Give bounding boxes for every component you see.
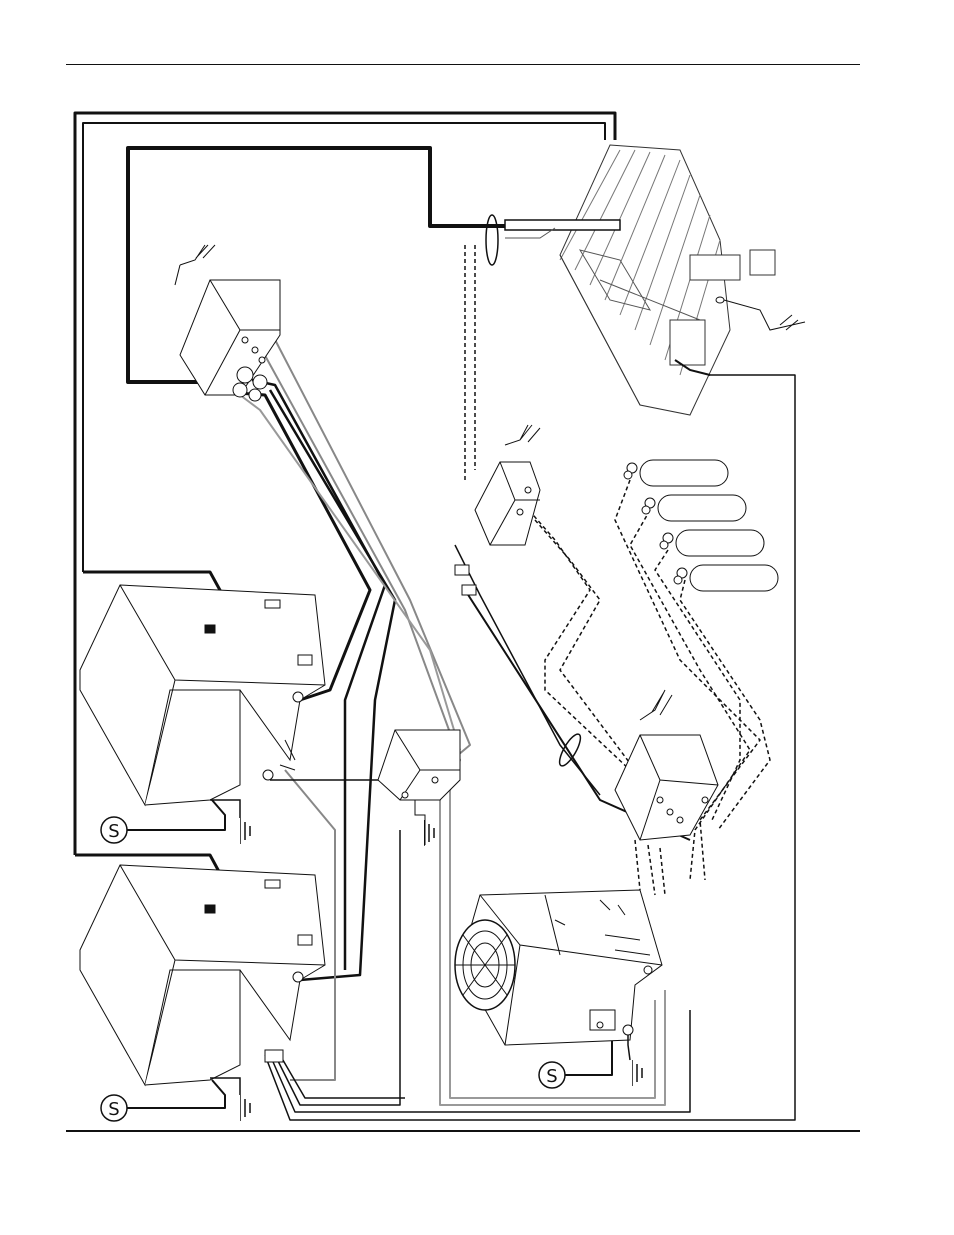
gas-cylinder-icon	[641, 494, 747, 522]
ground-icon-ps2	[210, 1077, 251, 1122]
selection-console	[377, 729, 461, 845]
bottom-bundle-1	[264, 374, 796, 1121]
gas-console	[614, 689, 719, 841]
gas-cylinder-icon	[623, 459, 729, 487]
power-supply-2	[79, 864, 326, 1087]
console-hose-drop-3	[659, 847, 666, 896]
power-source-chiller: S	[538, 1061, 566, 1089]
cable-tie-torch	[485, 214, 499, 266]
power-source-ps1: S	[100, 816, 128, 844]
svg-text:S: S	[108, 821, 119, 842]
gas-lead-2	[454, 544, 601, 796]
metering-console	[454, 424, 541, 596]
ps2-power-lead	[125, 1079, 226, 1109]
gas-hose-3	[519, 499, 631, 771]
torch-lead	[126, 146, 560, 384]
work-lead-outer	[73, 111, 617, 855]
footer-rule	[66, 1130, 860, 1132]
grey-bundle-2	[439, 780, 666, 1106]
cyl-hose-3	[654, 549, 741, 821]
gas-cylinder-icon	[659, 529, 765, 557]
power-supply-1	[79, 584, 326, 807]
cable-tie-console	[558, 733, 582, 767]
work-lead-inner	[82, 122, 606, 572]
svg-text:S: S	[108, 1099, 119, 1120]
cable-routes	[73, 111, 796, 1121]
bottom-bundle-4	[279, 1054, 405, 1099]
svg-text:S: S	[546, 1066, 557, 1087]
gas-cylinders	[623, 459, 779, 592]
grey-bundle-3	[449, 790, 656, 1099]
ground-icon-ps1	[210, 799, 251, 845]
gas-cylinder-icon	[673, 564, 779, 592]
header-rule	[66, 64, 860, 65]
cooler-unit	[454, 889, 663, 1046]
grey-bundle-1	[284, 769, 336, 1081]
gas-hose-4	[534, 519, 651, 791]
console-hose-drop-2	[647, 844, 656, 896]
cutting-table	[504, 144, 806, 416]
ps1-power-lead	[125, 799, 226, 831]
control-lead-3	[239, 394, 461, 751]
console-hose-drop-1	[634, 839, 641, 891]
power-source-ps2: S	[100, 1094, 128, 1122]
cyl-hose-4	[679, 579, 771, 831]
ps2-lead-b	[268, 389, 397, 982]
torch-body	[504, 219, 621, 231]
ground-icon-chiller	[627, 1035, 643, 1087]
ignition-console	[174, 244, 281, 402]
bottom-bundle-2	[269, 1010, 691, 1113]
cyl-hose-1	[614, 479, 761, 881]
bottom-bundle-3	[274, 830, 401, 1106]
